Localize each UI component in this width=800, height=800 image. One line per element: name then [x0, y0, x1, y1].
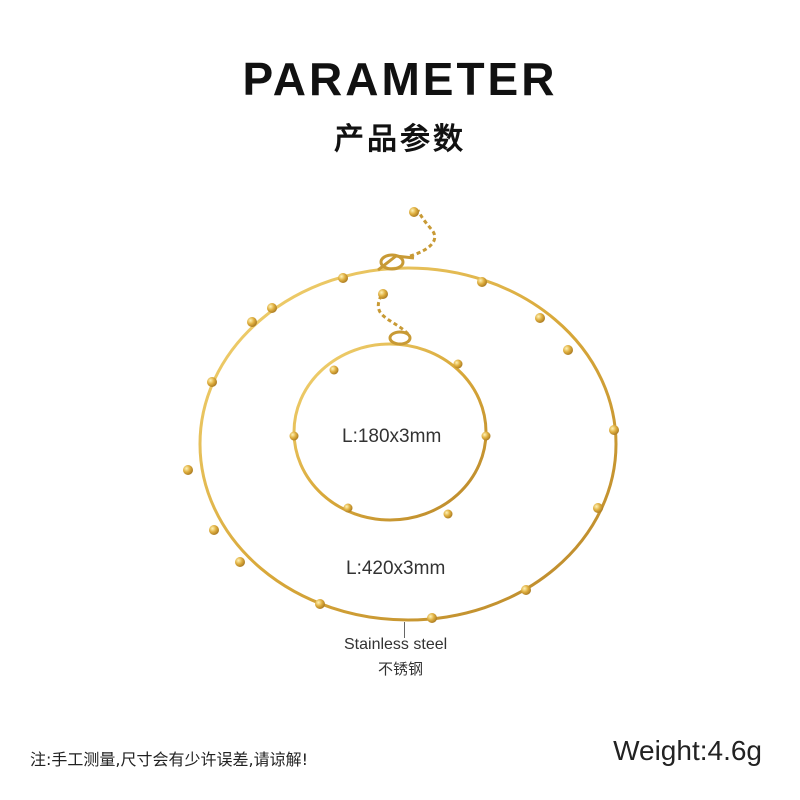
necklace-beads — [183, 273, 619, 623]
measurement-note: 注:手工测量,尺寸会有少许误差,请谅解! — [30, 750, 308, 769]
material-label-en: Stainless steel — [344, 636, 448, 653]
weight-label: Weight:4.6g — [613, 735, 762, 766]
necklace-length-label: L:420x3mm — [346, 558, 446, 579]
bracelet — [289, 289, 491, 522]
necklace — [183, 207, 619, 623]
material-label-cn: 不锈钢 — [378, 660, 424, 678]
page-subtitle: 产品参数 — [334, 122, 466, 157]
bracelet-clasp-icon — [376, 289, 412, 346]
bracelet-beads — [289, 359, 491, 519]
bracelet-length-label: L:180x3mm — [342, 426, 442, 447]
page-title: PARAMETER — [242, 53, 558, 105]
necklace-clasp-icon — [377, 207, 437, 272]
material-pointer-line — [404, 622, 405, 638]
necklace-chain — [198, 266, 618, 622]
